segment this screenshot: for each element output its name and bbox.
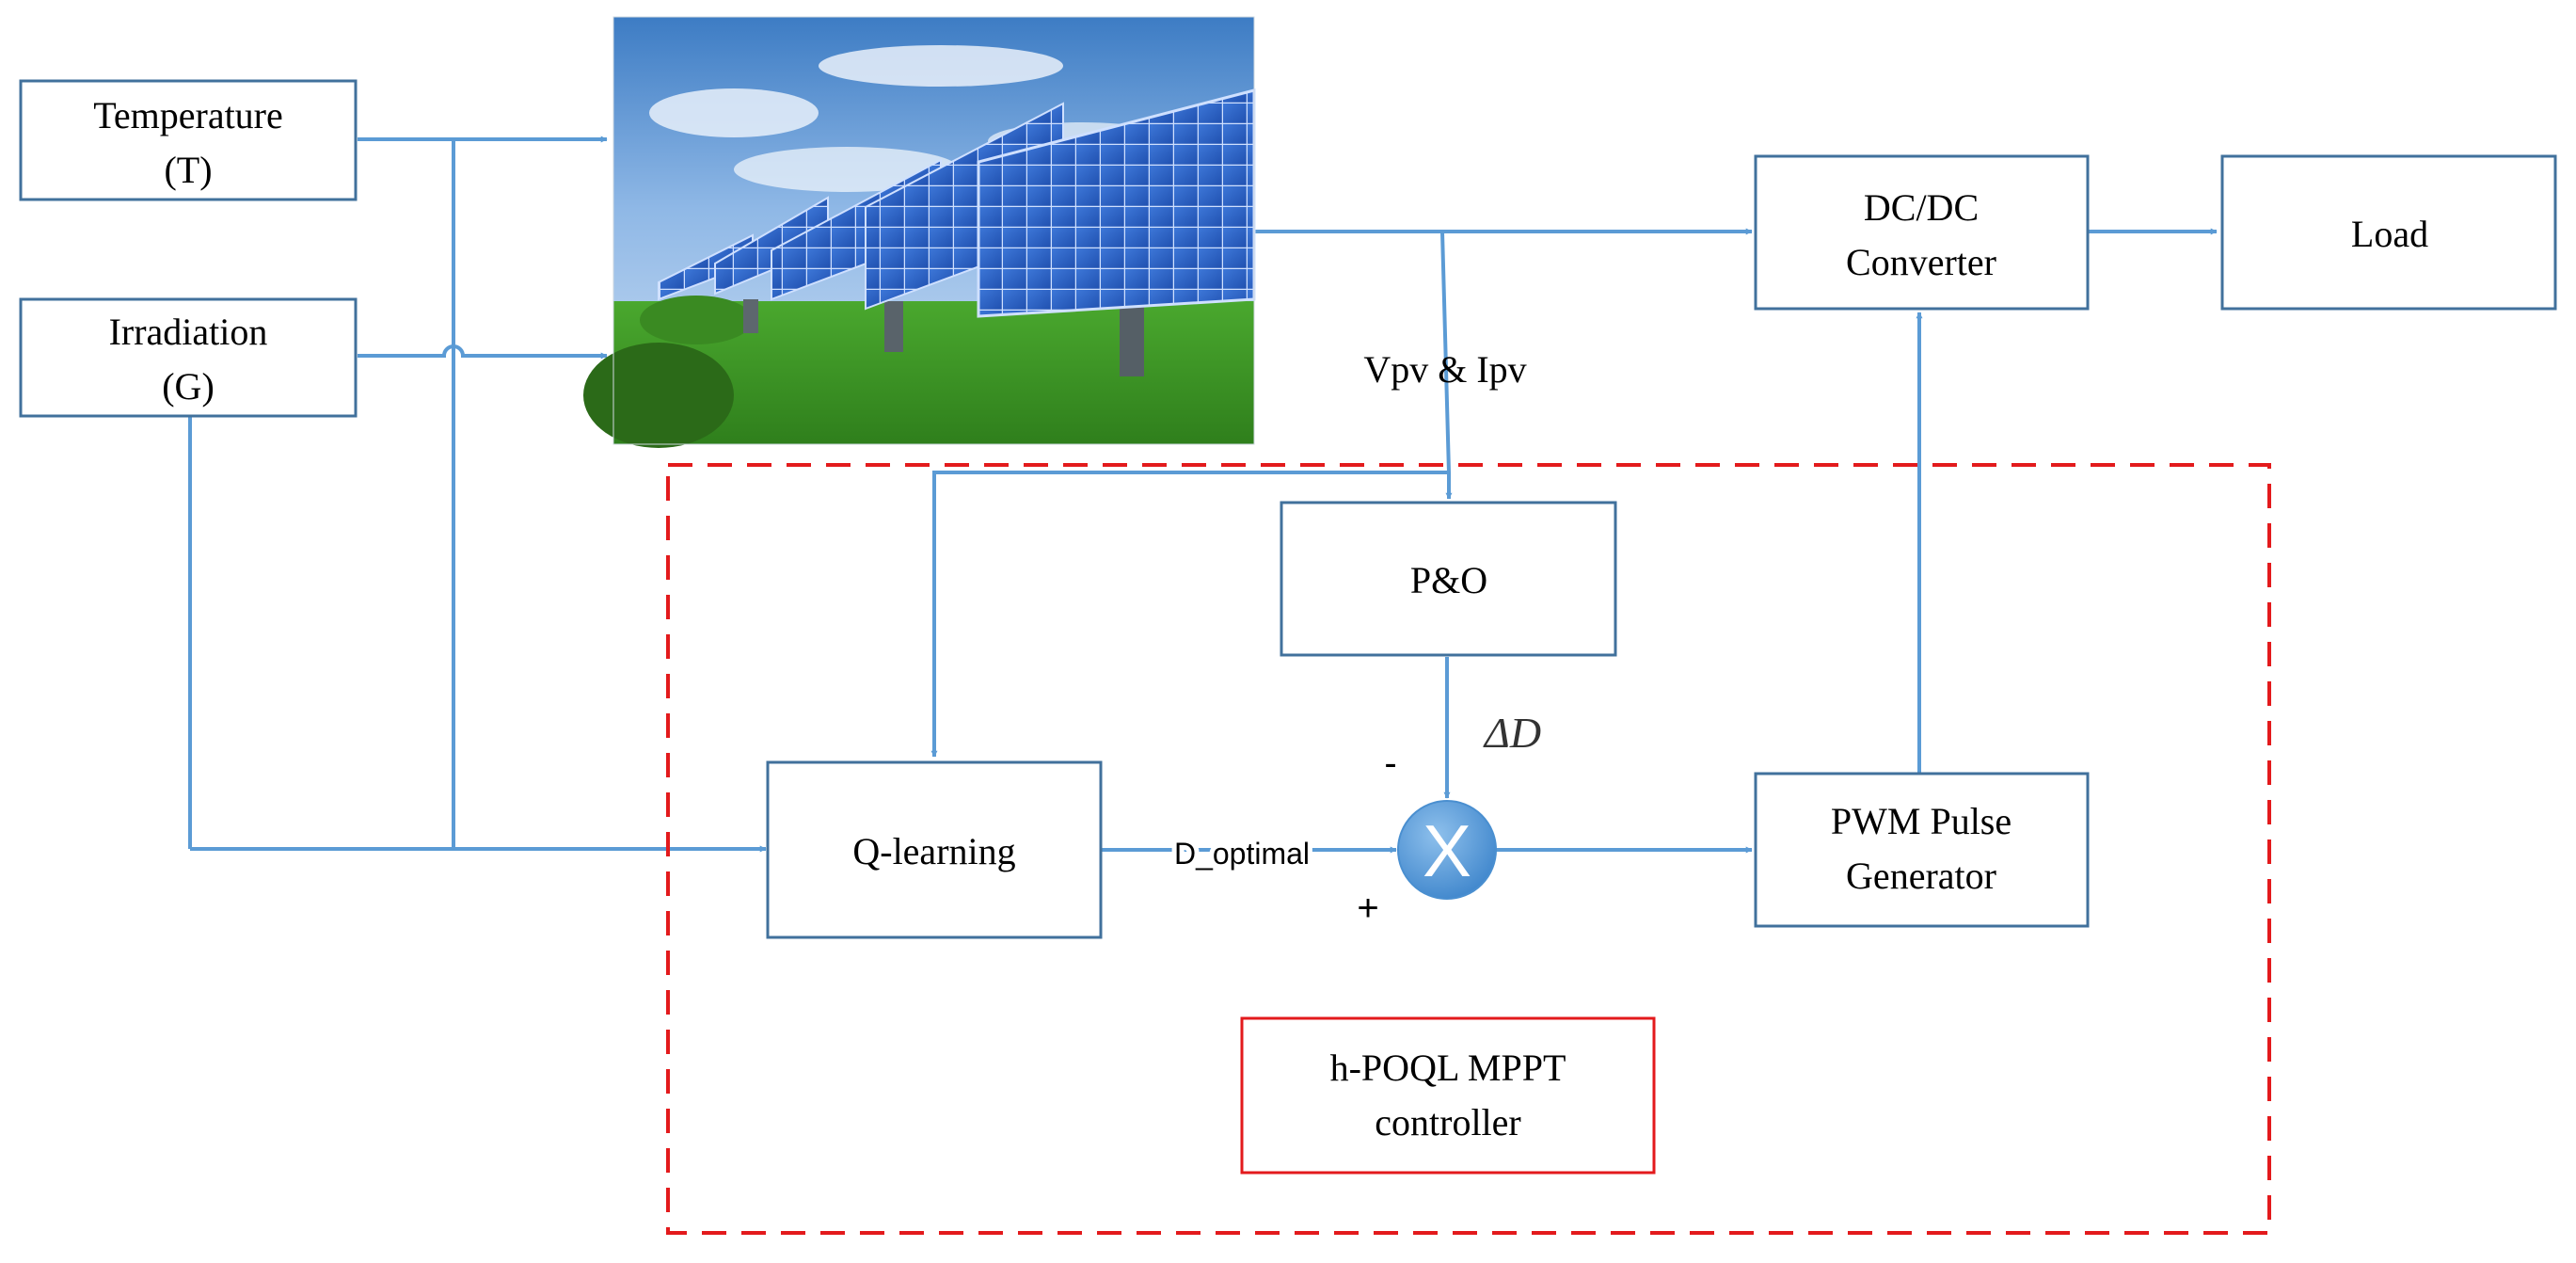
temperature-block: Temperature (T) <box>19 79 358 201</box>
irradiation-to-panel-line <box>358 344 608 360</box>
controller-label-line2: controller <box>1375 1101 1521 1143</box>
temperature-label-line1: Temperature <box>93 94 283 136</box>
pwm-label-line1: PWM Pulse <box>1831 800 2012 842</box>
controller-label-line1: h-POQL MPPT <box>1330 1047 1566 1089</box>
pwm-generator-block: PWM Pulse Generator <box>1754 772 2090 928</box>
load-label: Load <box>2351 213 2428 255</box>
controller-label-block: h-POQL MPPT controller <box>1240 1016 1656 1175</box>
summing-junction-symbol: X <box>1423 809 1471 892</box>
qlearning-block: Q-learning <box>766 760 1103 939</box>
connection-lines <box>188 136 2218 854</box>
irradiation-block: Irradiation (G) <box>19 297 358 418</box>
dcdc-label-line1: DC/DC <box>1864 186 1979 229</box>
dcdc-converter-block: DC/DC Converter <box>1754 154 2090 311</box>
delta-d-label: ΔD <box>1483 709 1541 757</box>
temperature-label-line2: (T) <box>164 149 212 191</box>
d-optimal-label: D_optimal <box>1174 837 1310 871</box>
load-block: Load <box>2220 154 2557 311</box>
po-block: P&O <box>1280 501 1617 657</box>
vpv-to-qlearning-line <box>930 471 1449 758</box>
minus-sign: - <box>1384 743 1396 784</box>
vpv-ipv-label: Vpv & Ipv <box>1363 348 1526 391</box>
solar-panel-photo <box>583 16 1256 448</box>
dcdc-label-line2: Converter <box>1846 241 1996 283</box>
qlearning-label: Q-learning <box>852 830 1015 872</box>
irradiation-label-line1: Irradiation <box>109 311 268 353</box>
plus-sign: + <box>1357 887 1378 929</box>
summing-junction-icon: X <box>1397 800 1497 900</box>
po-label: P&O <box>1410 559 1487 601</box>
irradiation-label-line2: (G) <box>162 365 215 408</box>
controller-boundary <box>666 463 2271 1235</box>
pwm-label-line2: Generator <box>1846 855 1996 897</box>
